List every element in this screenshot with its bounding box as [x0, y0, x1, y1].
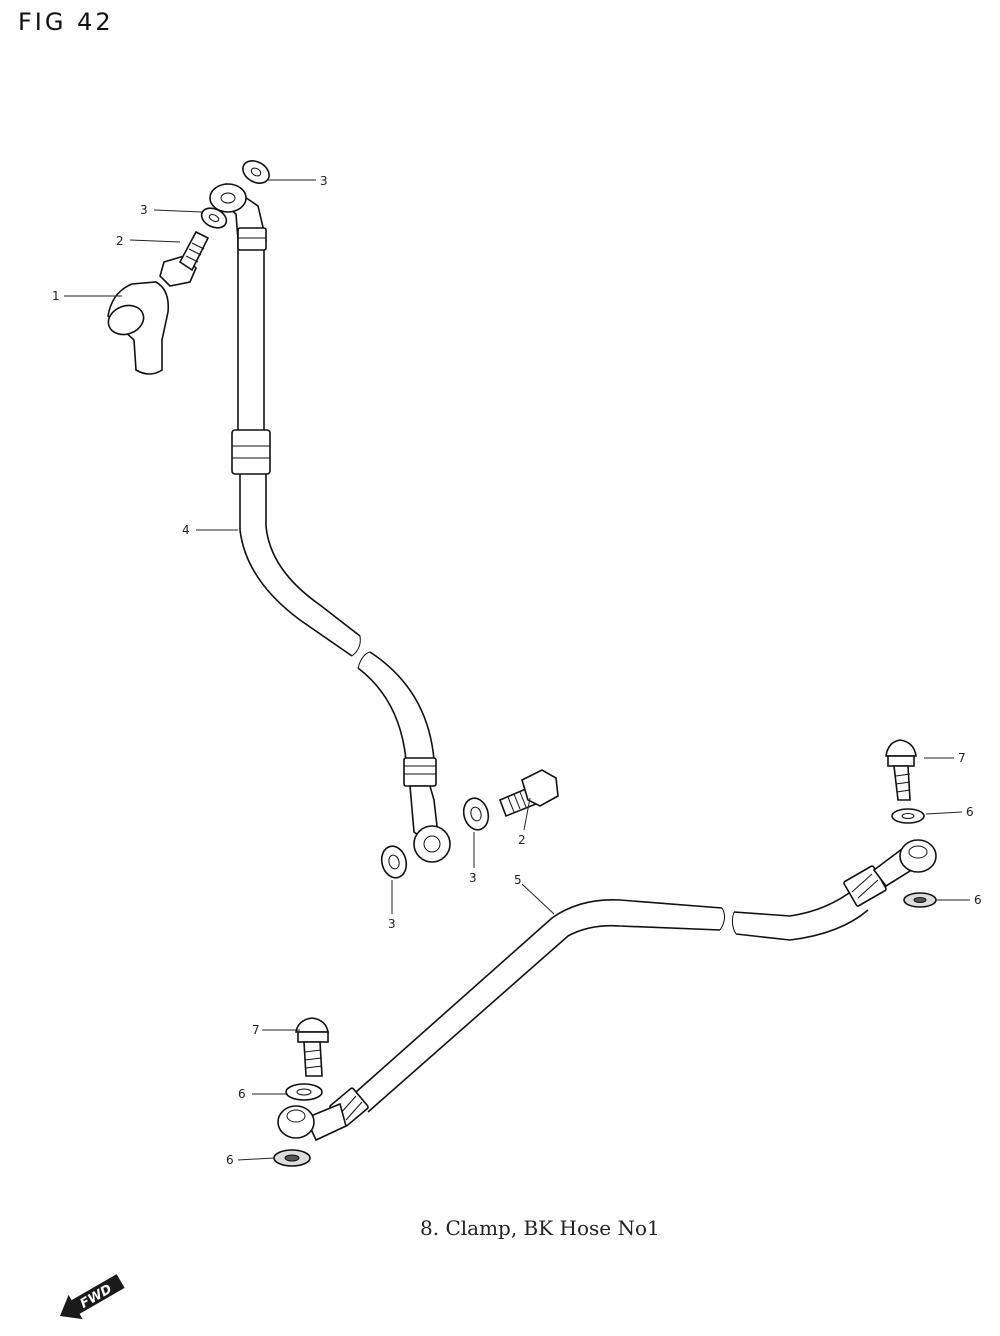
callout-3-mid-washer-left: 3 — [388, 917, 396, 931]
parts-footnote: 8. Clamp, BK Hose No1 — [420, 1216, 660, 1240]
mid-washer-right — [462, 797, 490, 831]
bleeder-cap — [107, 281, 170, 375]
upper-brake-hose — [209, 182, 451, 863]
mid-union-bolt — [498, 769, 559, 818]
leader-lines — [64, 179, 970, 1161]
callout-6-right-washer-top: 6 — [966, 805, 974, 819]
figure-title: FIG 42 — [18, 8, 114, 36]
left-washer-top — [285, 1083, 323, 1101]
left-union-bolt — [295, 1017, 329, 1077]
callout-2-mid-bolt: 2 — [518, 833, 526, 847]
callout-6-left-washer-top: 6 — [238, 1087, 246, 1101]
callout-7-right-bolt: 7 — [958, 751, 966, 765]
right-washer-bottom — [903, 892, 937, 908]
callout-2-upper-bolt: 2 — [116, 234, 124, 248]
left-washer-bottom — [273, 1149, 311, 1167]
right-union-bolt — [885, 739, 917, 801]
callout-3-top: 3 — [320, 174, 328, 188]
callout-4-upper-hose: 4 — [182, 523, 190, 537]
callout-3-mid-washer-right: 3 — [469, 871, 477, 885]
callout-7-left-bolt: 7 — [252, 1023, 260, 1037]
callout-5-lower-hose: 5 — [514, 873, 522, 887]
upper-washer-bottom — [200, 207, 228, 229]
mid-washer-left — [380, 845, 408, 879]
callout-3-upper-washer: 3 — [140, 203, 148, 217]
upper-union-bolt — [159, 230, 210, 287]
callout-1-cap: 1 — [52, 289, 60, 303]
callout-6-right-washer-bottom: 6 — [974, 893, 982, 907]
lower-brake-hose — [277, 839, 937, 1142]
callout-6-left-washer-bottom: 6 — [226, 1153, 234, 1167]
right-washer-top — [891, 808, 925, 824]
upper-washer-top — [242, 160, 270, 184]
fwd-arrow-icon: FWD — [60, 1274, 125, 1320]
